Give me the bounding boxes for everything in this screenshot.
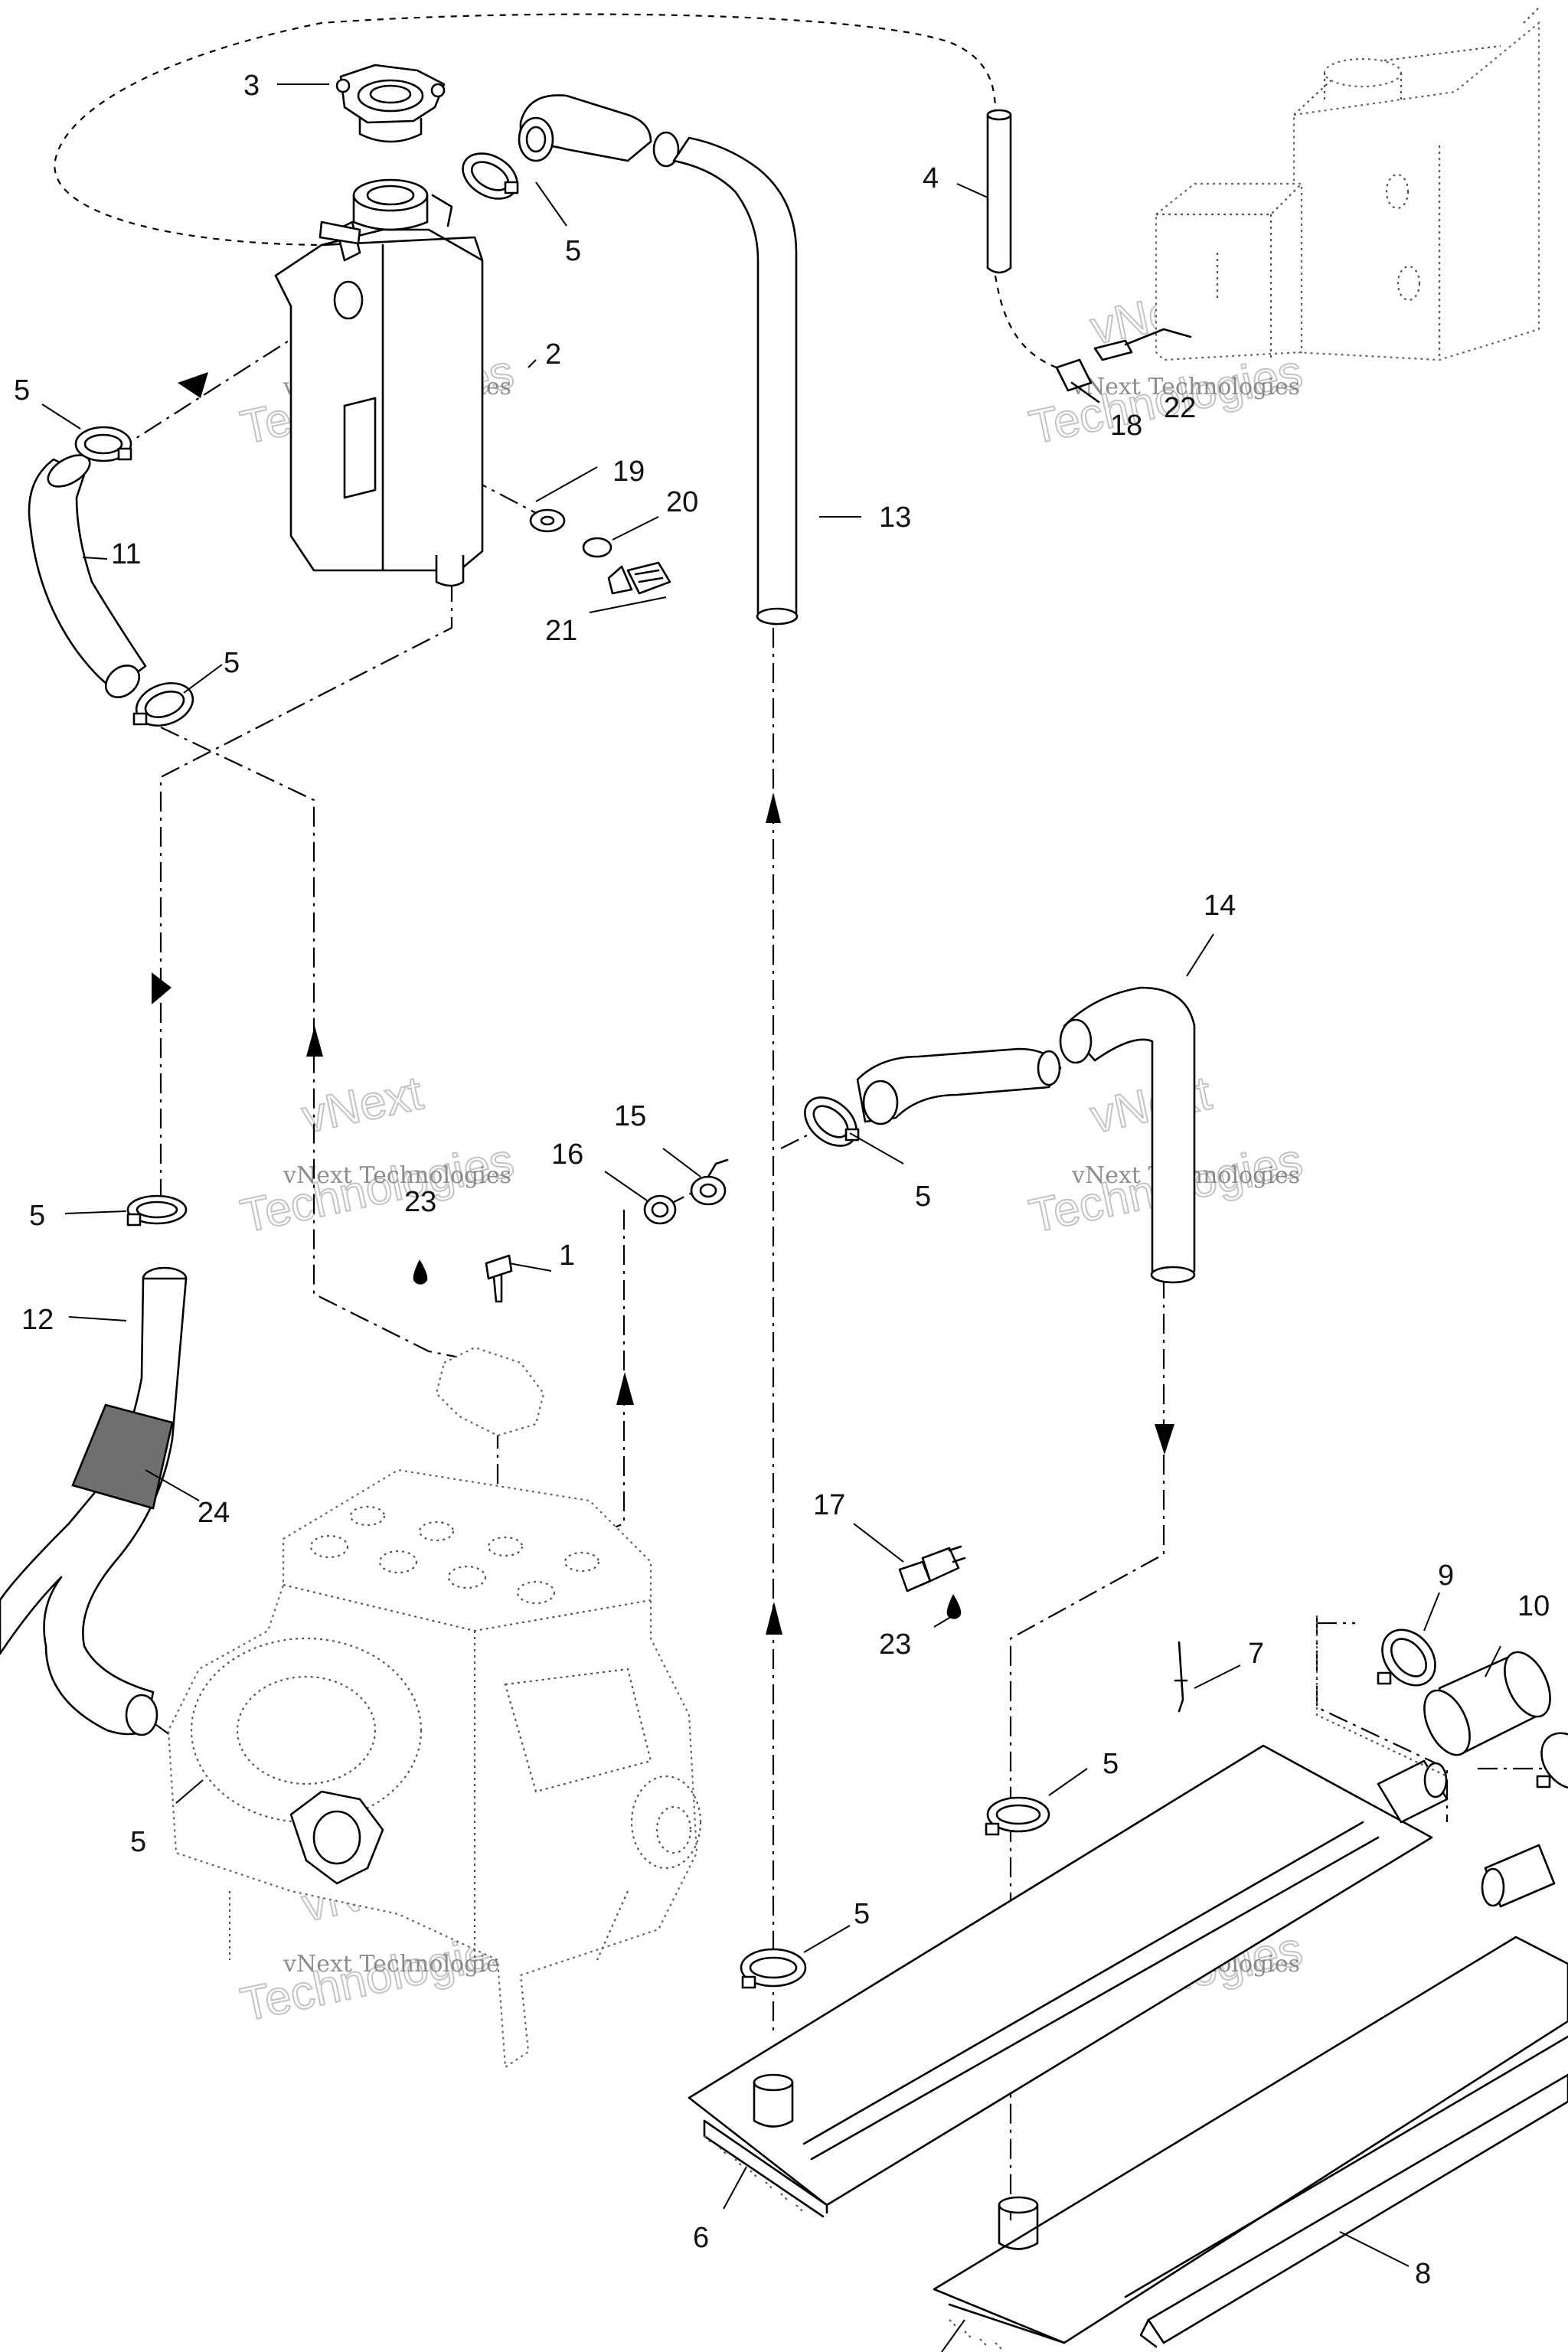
connector-hose [1423, 1651, 1551, 1756]
callout-5: 5 [29, 1200, 45, 1232]
callout-5: 5 [224, 647, 240, 679]
flow-arrow [616, 1372, 634, 1405]
callout-3: 3 [243, 70, 260, 102]
foam-sleeve [71, 1403, 174, 1510]
callout-5: 5 [565, 235, 581, 267]
flow-arrow [766, 1602, 782, 1635]
head-gasket-ghost [435, 1346, 545, 1437]
pin [1174, 1641, 1188, 1713]
callout-6: 6 [693, 2222, 709, 2254]
callout-23: 23 [879, 1628, 911, 1661]
engine-compartment-ghost [1155, 7, 1540, 361]
hose-clamp [1536, 1732, 1568, 1790]
flow-arrow [766, 792, 781, 823]
overflow-hose [986, 109, 1012, 274]
callout-labels: 3 5 4 5 2 11 5 19 20 21 13 18 22 14 15 1… [14, 70, 1550, 2290]
flow-arrow [1155, 1424, 1174, 1455]
hose-clamp [804, 1096, 860, 1147]
bleeder-screw [485, 1254, 513, 1303]
flow-arrow [152, 972, 172, 1004]
callout-11: 11 [111, 538, 141, 570]
radiator-right [933, 1936, 1568, 2351]
thermostat-hose [856, 986, 1196, 1284]
callout-20: 20 [666, 486, 698, 518]
callout-24: 24 [198, 1497, 230, 1529]
callout-8: 8 [1415, 2258, 1431, 2290]
callout-5: 5 [14, 374, 30, 407]
callout-23: 23 [404, 1186, 436, 1218]
callout-17: 17 [813, 1489, 845, 1521]
watermark-big-a: vNext [298, 1067, 427, 1143]
temperature-sensor [898, 1545, 966, 1592]
hose-clamp [462, 152, 519, 200]
callout-7: 7 [1248, 1638, 1264, 1670]
callout-2: 2 [545, 338, 561, 371]
radiator-cap [335, 64, 446, 143]
engine-outlet-hose [0, 1266, 188, 1736]
radiator-left [688, 1744, 1449, 2218]
rail [1139, 2073, 1568, 2348]
callout-21: 21 [545, 615, 577, 647]
callout-9: 9 [1438, 1560, 1454, 1592]
callout-5: 5 [130, 1826, 146, 1858]
callout-18: 18 [1110, 410, 1142, 442]
coolant-tank [274, 178, 484, 587]
watermark-text: vNext Technologies [1071, 374, 1300, 400]
flow-arrow [178, 372, 208, 398]
hose-clamp [74, 426, 132, 462]
callout-4: 4 [923, 162, 939, 194]
callout-13: 13 [879, 501, 911, 534]
hose-clamp [1377, 1628, 1436, 1687]
watermark-text: vNext Technologies [283, 1162, 511, 1189]
callout-5: 5 [854, 1898, 870, 1930]
right-connector-ghost [1315, 1615, 1556, 1908]
callout-16: 16 [551, 1138, 583, 1171]
upper-hose [518, 94, 799, 626]
callout-14: 14 [1204, 890, 1236, 922]
fittings-18-22 [1055, 328, 1192, 403]
hose-clamp [740, 1948, 807, 1989]
callout-19: 19 [612, 456, 645, 488]
callout-10: 10 [1517, 1590, 1550, 1622]
callout-15: 15 [614, 1100, 646, 1132]
thermostat-gasket [643, 1194, 677, 1225]
hose-clamp [126, 1194, 188, 1227]
washers-and-bolt [529, 508, 671, 595]
watermark-text: vNext Technologies [283, 1951, 511, 1978]
water-outlet [289, 1790, 384, 1885]
watermark-mid-left: vNext Technologies vNext Technologies [236, 1066, 519, 1243]
callout-22: 22 [1164, 392, 1196, 424]
leader-lines [41, 83, 1501, 2352]
callout-5: 5 [915, 1181, 931, 1213]
thermostat [690, 1158, 729, 1206]
flow-arrow [306, 1026, 323, 1057]
watermark-big-a: vNext [1086, 1067, 1216, 1143]
tank-outlet-hose [28, 454, 147, 698]
callout-12: 12 [21, 1304, 54, 1336]
lubricant-drop-icon [946, 1594, 962, 1619]
hose-clamp [985, 1796, 1050, 1836]
callout-1: 1 [559, 1240, 575, 1272]
hose-clamp [132, 682, 194, 727]
lubricant-drop-icon [413, 1259, 428, 1285]
engine-ghost [167, 1468, 702, 2069]
callout-5: 5 [1102, 1748, 1119, 1780]
